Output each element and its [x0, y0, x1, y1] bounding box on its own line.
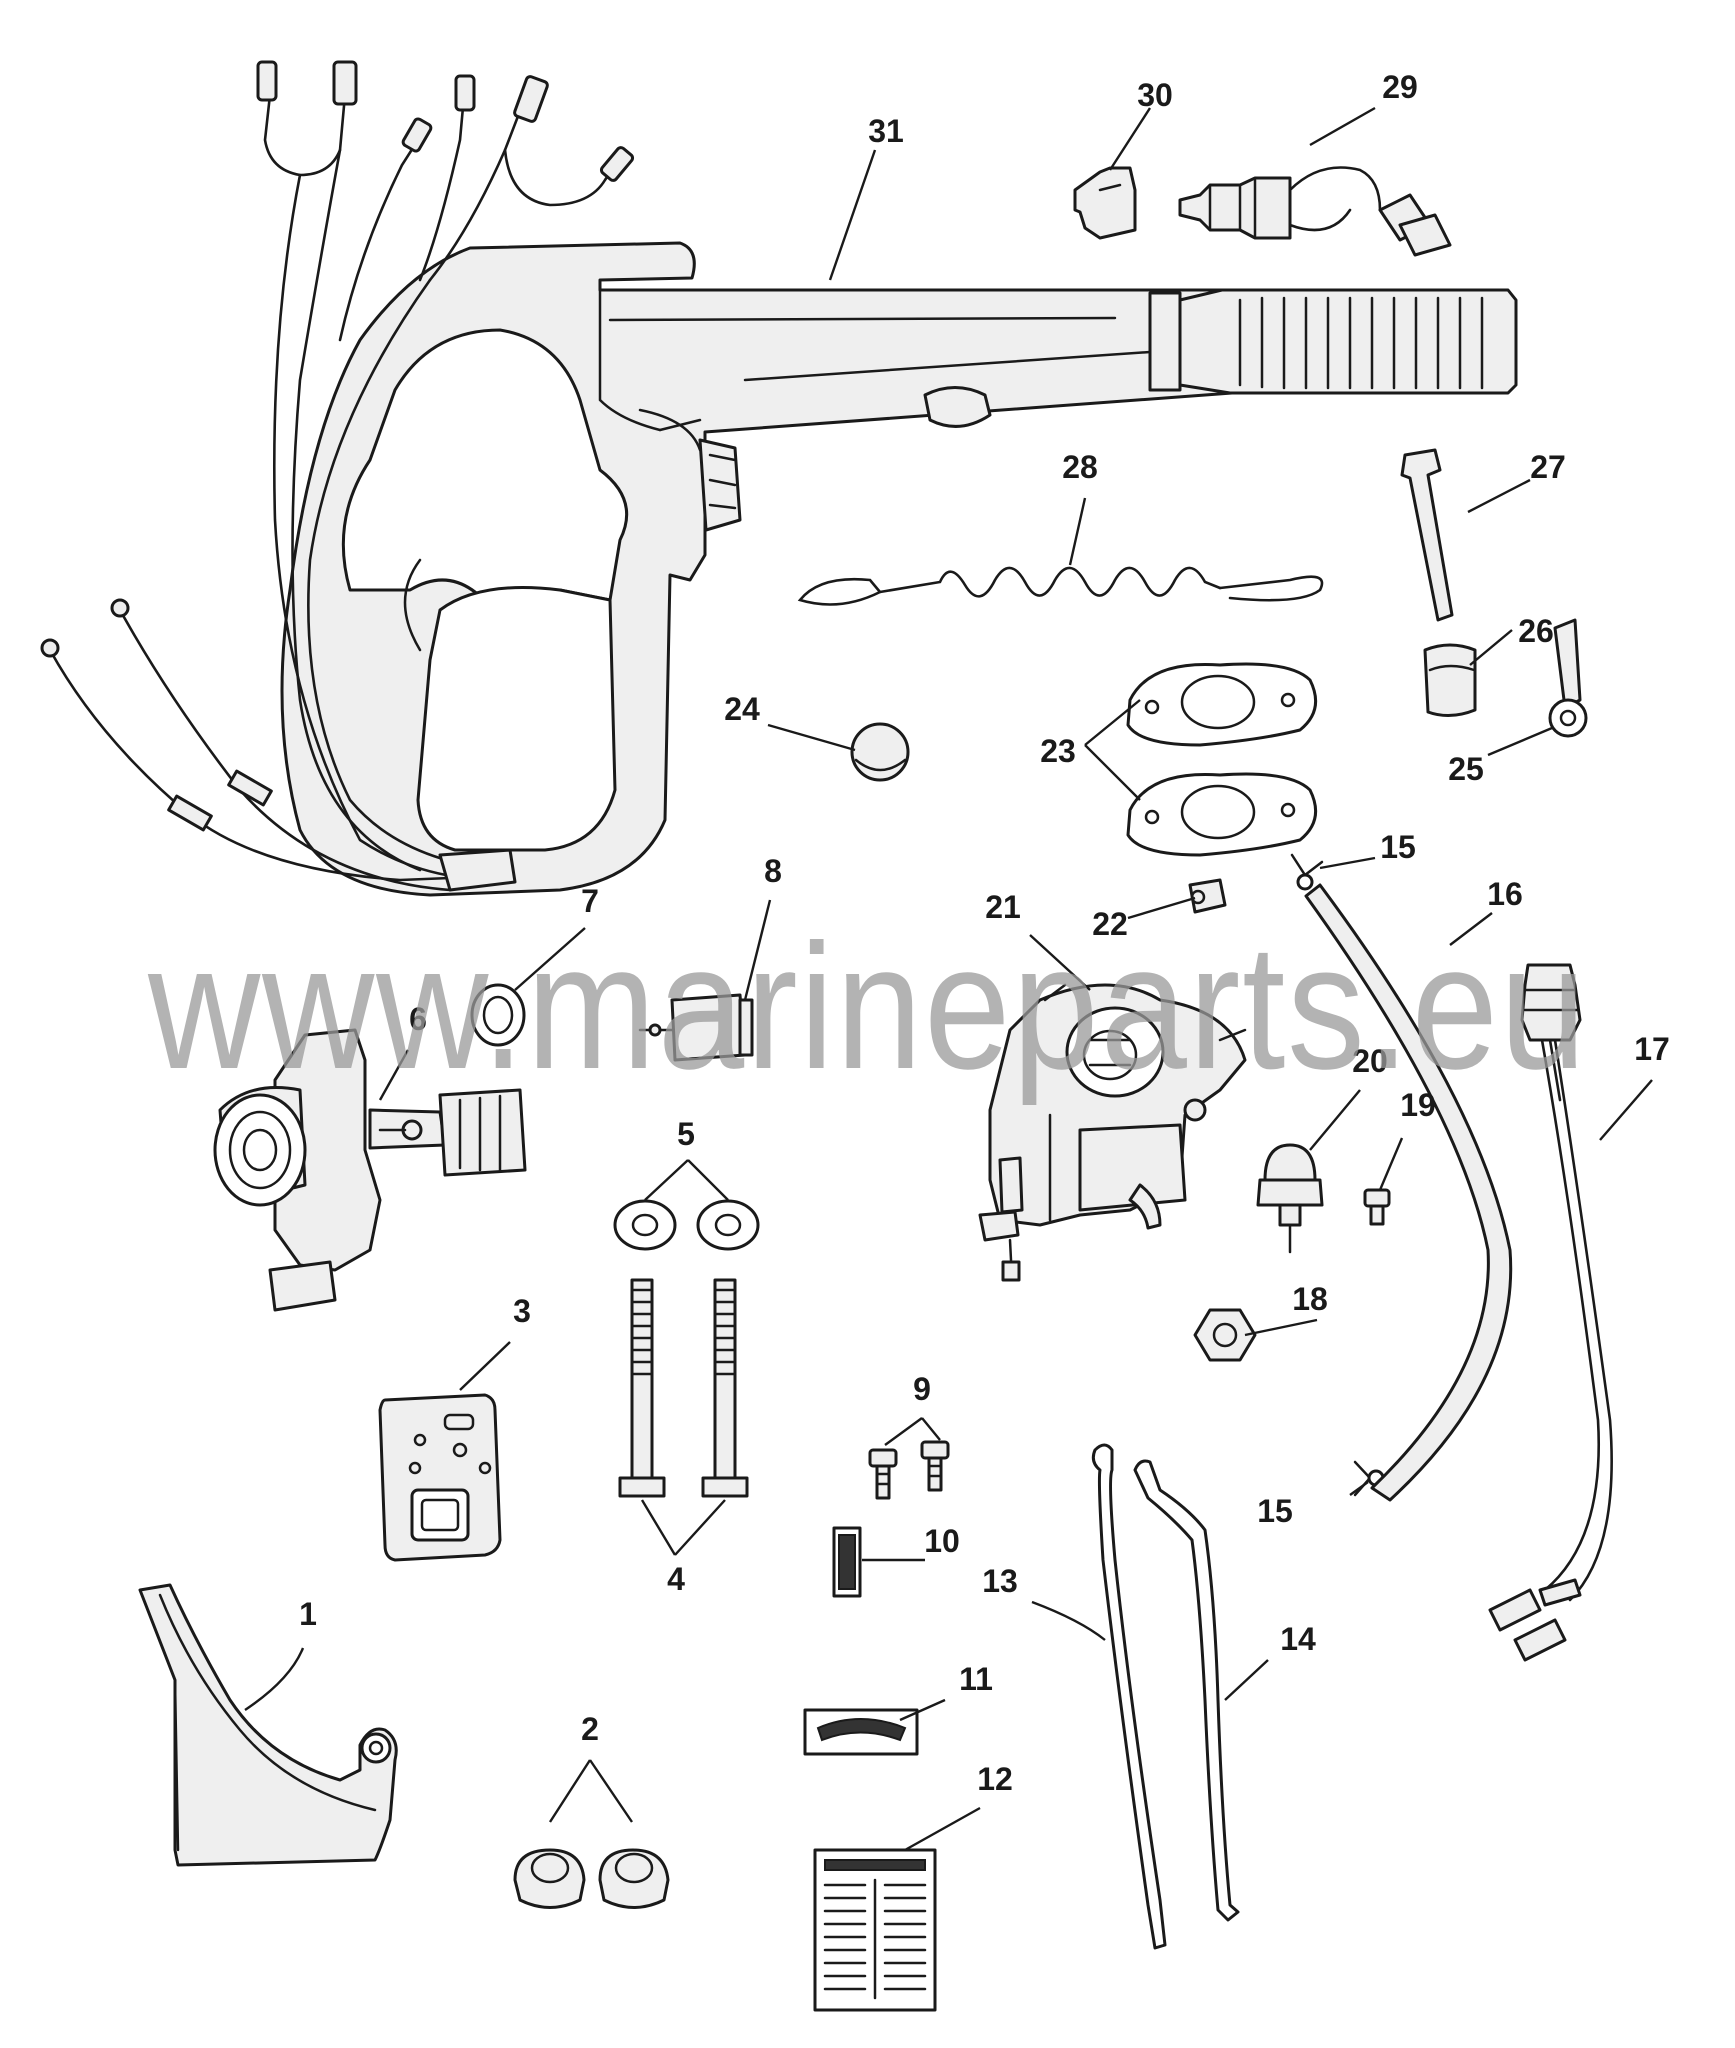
part-15-hose-clamp-top	[1290, 853, 1324, 891]
part-12-instruction-plate	[813, 1848, 937, 2012]
part-24-cap	[850, 722, 910, 782]
callout-17: 17	[1634, 1031, 1670, 1067]
callout-29: 29	[1382, 69, 1418, 105]
part-1-bracket	[138, 1583, 398, 1867]
callout-15-top: 15	[1380, 829, 1416, 865]
callout-numbers: 1 2 3 4 5 6 7 8 9 10 11 12 13 14 15 15 1…	[299, 69, 1670, 1797]
callout-8: 8	[764, 853, 782, 889]
callout-7: 7	[581, 883, 599, 919]
callout-9: 9	[913, 1371, 931, 1407]
part-17-harness	[1488, 963, 1613, 1662]
handle-wiring-harness	[40, 60, 635, 892]
part-14-link-rod	[1133, 1459, 1240, 1922]
callout-28: 28	[1062, 449, 1098, 485]
part-23-gaskets	[1126, 662, 1318, 857]
callout-21: 21	[985, 889, 1021, 925]
callout-27: 27	[1530, 449, 1566, 485]
part-11-decal	[803, 1708, 919, 1756]
part-25-terminal	[1548, 618, 1588, 738]
callout-22: 22	[1092, 906, 1128, 942]
part-16-fuel-hose	[1304, 883, 1513, 1502]
callout-10: 10	[924, 1523, 960, 1559]
part-20-primer-bulb	[1256, 1143, 1324, 1254]
part-9-screws	[868, 1440, 950, 1500]
part-19-screw	[1363, 1188, 1391, 1226]
callout-20: 20	[1352, 1043, 1388, 1079]
part-27-pin	[1400, 448, 1454, 622]
part-5-washers	[613, 1199, 760, 1251]
callout-1: 1	[299, 1596, 317, 1632]
part-18-nut	[1193, 1308, 1257, 1362]
callout-4: 4	[667, 1561, 685, 1597]
callout-25: 25	[1448, 751, 1484, 787]
part-7-ring	[470, 983, 526, 1047]
callout-13: 13	[982, 1563, 1018, 1599]
part-31-tiller-handle	[280, 241, 1518, 897]
callout-11: 11	[959, 1661, 993, 1697]
part-21-carburetor	[978, 983, 1247, 1282]
part-26-sleeve	[1423, 643, 1477, 717]
callout-16: 16	[1487, 876, 1523, 912]
part-28-lanyard	[797, 566, 1324, 606]
part-3-cover-plate	[378, 1393, 502, 1562]
callout-3: 3	[513, 1293, 531, 1329]
callout-2: 2	[581, 1711, 599, 1747]
watermark: www.marineparts.eu	[147, 907, 1588, 1106]
callout-19: 19	[1400, 1087, 1436, 1123]
part-29-stop-switch	[1178, 166, 1452, 257]
callout-23: 23	[1040, 733, 1076, 769]
callout-5: 5	[677, 1116, 695, 1152]
part-22-fitting	[1188, 878, 1227, 914]
leader-lines	[244, 106, 1653, 1852]
part-6-throttle-assembly	[213, 1028, 527, 1312]
callout-12: 12	[977, 1761, 1013, 1797]
callout-24: 24	[724, 691, 760, 727]
callout-31: 31	[868, 113, 904, 149]
callout-26: 26	[1518, 613, 1554, 649]
callout-6: 6	[409, 1001, 427, 1037]
callout-30: 30	[1137, 77, 1173, 113]
part-13-link-rod	[1091, 1443, 1167, 1950]
callout-18: 18	[1292, 1281, 1328, 1317]
part-2-caps	[513, 1848, 670, 1909]
callout-15-bottom: 15	[1257, 1493, 1293, 1529]
part-4-bolts	[618, 1278, 749, 1498]
part-30-clip	[1073, 166, 1137, 240]
part-10-label	[832, 1526, 862, 1598]
callout-14: 14	[1280, 1621, 1316, 1657]
